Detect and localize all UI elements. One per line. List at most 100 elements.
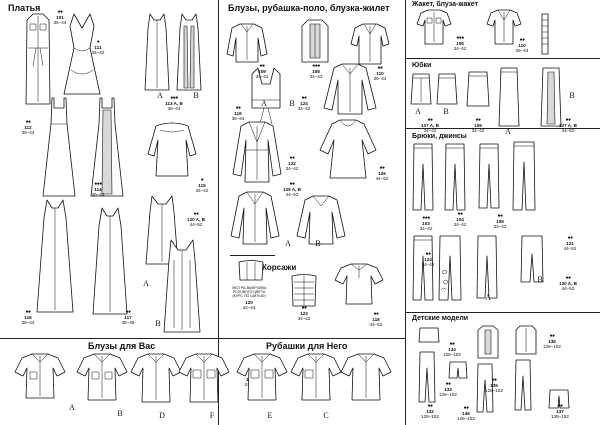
variant-letter-129b: B	[315, 239, 321, 248]
pants-104-drawing	[444, 144, 466, 210]
skirt-109-drawing	[466, 72, 490, 106]
variant-letter-s127b: B	[569, 91, 575, 100]
section-title-corsets: Корсажи	[262, 263, 297, 272]
section-title-skirts: Юбки	[412, 62, 432, 69]
pants-121-drawing	[512, 142, 536, 210]
variant-letter-129a: A	[285, 239, 291, 248]
dress-101-drawing	[24, 14, 52, 104]
blouse-125c-drawing	[130, 354, 182, 402]
section-title-dresses: Платья	[8, 3, 41, 13]
kids-blouse-133-drawing	[474, 326, 502, 358]
variant-letter-113b: B	[193, 91, 199, 100]
variant-letter-120b: B	[155, 319, 161, 328]
shirt-him-right-drawing	[340, 354, 392, 400]
variant-letter-h-e: E	[267, 411, 273, 420]
variant-letter-p130a: A	[485, 293, 491, 302]
variant-letter-y-d: D	[159, 411, 165, 420]
kids-shorts-135-drawing	[448, 362, 468, 378]
dress-116-drawing	[36, 200, 74, 312]
section-title-kids: Детские модели	[412, 315, 469, 322]
blouse-126-drawing	[318, 120, 378, 178]
skirt-127b-drawing	[540, 68, 562, 126]
divider-left	[218, 0, 219, 338]
blouse-125b-drawing	[76, 354, 128, 400]
section-title-blouses-you: Блузы для Вас	[88, 341, 156, 351]
dress-117-drawing	[92, 208, 128, 314]
variant-letter-y-a: A	[69, 403, 75, 412]
shirt-him-c-drawing	[290, 354, 342, 400]
divider-bottom	[0, 338, 405, 339]
blouse-129a-drawing	[230, 192, 280, 244]
variant-letter-b-b: B	[289, 99, 295, 108]
shirt-him-e-drawing	[236, 354, 288, 400]
blouse-109-drawing	[226, 24, 268, 62]
variant-letter-s127a: A	[505, 127, 511, 136]
kids-pants-132-drawing	[418, 352, 436, 402]
blouse-129b-drawing	[296, 196, 346, 244]
corset-extra-note: ЭКСТРА-ВЫКРОЙКА РОЗОВОГО ЦВЕТА (КУРС ПО …	[231, 286, 267, 299]
corset-123-drawing	[290, 274, 318, 306]
skirt-107b-drawing	[436, 74, 458, 104]
variant-letter-h-c: C	[323, 411, 329, 420]
skirt-107a-drawing	[410, 74, 432, 104]
blouse-122-drawing	[232, 122, 282, 182]
section-title-blouses: Блузы, рубашка-поло, блузка-жилет	[228, 3, 390, 13]
corset-120-drawing	[238, 260, 264, 280]
blouse-124-drawing	[322, 64, 378, 114]
shorts-130b-drawing	[520, 236, 544, 282]
blouse-125a-drawing	[14, 354, 66, 398]
variant-letter-113a: A	[157, 91, 163, 100]
kids-pants-137-drawing	[514, 360, 532, 410]
blouse-119-drawing	[248, 68, 284, 124]
blouse-110-drawing	[350, 24, 390, 64]
variant-letter-b-a: A	[261, 99, 267, 108]
pants-embroidered-drawing	[438, 236, 462, 300]
kids-shorts-drawing	[548, 390, 570, 408]
divider-pants	[405, 312, 600, 313]
section-title-shirts-him: Рубашки для Него	[266, 341, 348, 351]
dress-114-drawing	[90, 98, 124, 196]
dress-111-drawing	[62, 14, 102, 94]
kids-top-134-drawing	[418, 328, 440, 342]
divider-jackets	[405, 58, 600, 59]
divider-corsets	[230, 255, 275, 256]
variant-letter-y-f: F	[209, 411, 215, 420]
kids-pants-146-drawing	[476, 364, 494, 412]
divider-right	[405, 0, 406, 425]
skirt-127a-drawing	[498, 68, 520, 126]
blouse-125d-drawing	[178, 354, 230, 402]
blouse-108-drawing	[294, 20, 336, 62]
